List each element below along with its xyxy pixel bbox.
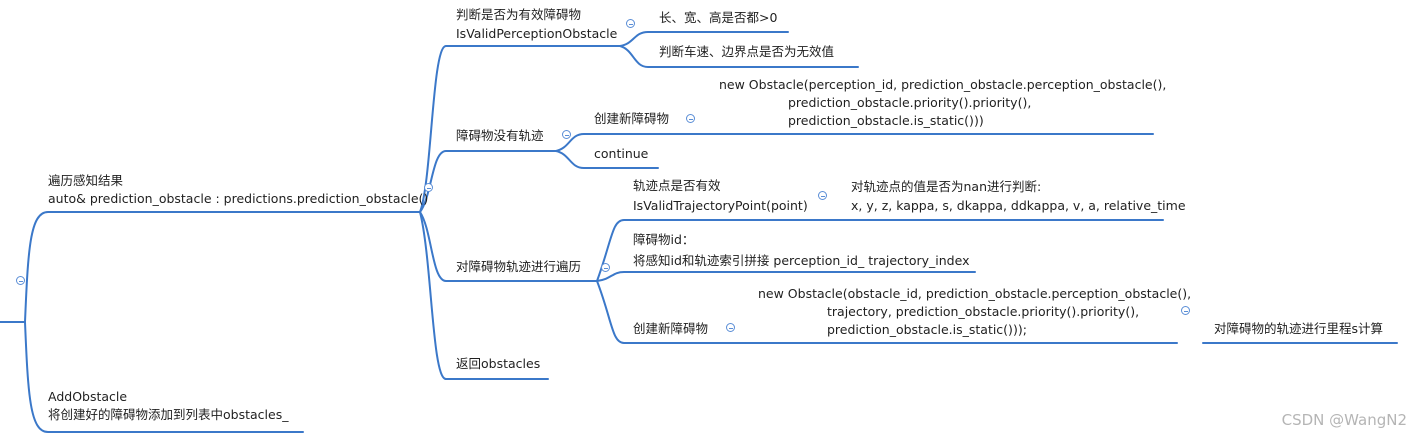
branch-return-line (419, 211, 549, 380)
branch-traverse-line (24, 211, 421, 323)
node-obstacle-id-desc: 将感知id和轨迹索引拼接 perception_id_ trajectory_i… (633, 253, 970, 268)
node-traverse-title[interactable]: 遍历感知结果 (48, 173, 124, 188)
node-return-obstacles[interactable]: 返回obstacles (456, 356, 541, 371)
collapse-traverse-icon[interactable] (424, 183, 433, 192)
node-traj-code-1: new Obstacle(obstacle_id, prediction_obs… (758, 286, 1192, 301)
branch-valid-line (419, 45, 621, 213)
node-nan-check-fields: x, y, z, kappa, s, dkappa, ddkappa, v, a… (851, 198, 1186, 213)
node-valid-point-func: IsValidTrajectoryPoint(point) (633, 198, 808, 213)
valid-child2-line (619, 45, 859, 68)
valid-child1-line (619, 31, 789, 47)
collapse-traj-code-icon[interactable] (1181, 306, 1190, 315)
notraj-continue-line (555, 150, 659, 169)
traj-id-line (596, 271, 976, 282)
node-mileage[interactable]: 对障碍物的轨迹进行里程s计算 (1214, 321, 1384, 336)
node-traj-code-2: trajectory, prediction_obstacle.priority… (827, 304, 1140, 319)
node-valid-check-title[interactable]: 判断是否为有效障碍物 (456, 7, 582, 22)
collapse-notraj-create-icon[interactable] (686, 114, 695, 123)
node-continue[interactable]: continue (594, 146, 649, 161)
node-traj-create[interactable]: 创建新障碍物 (633, 321, 709, 336)
collapse-traj-valid-icon[interactable] (818, 191, 827, 200)
node-obstacle-id-title[interactable]: 障碍物id： (633, 232, 695, 247)
node-valid-check-func: IsValidPerceptionObstacle (456, 26, 618, 41)
node-traverse-trajectory[interactable]: 对障碍物轨迹进行遍历 (456, 259, 582, 274)
node-nan-check-title[interactable]: 对轨迹点的值是否为nan进行判断: (851, 179, 1042, 194)
node-traverse-expression: auto& prediction_obstacle : predictions.… (48, 191, 429, 206)
node-valid-point-title[interactable]: 轨迹点是否有效 (633, 178, 721, 193)
collapse-valid-icon[interactable] (626, 19, 635, 28)
collapse-traj-create-icon[interactable] (726, 323, 735, 332)
collapse-root-icon[interactable] (16, 276, 25, 285)
node-notraj-code-1: new Obstacle(perception_id, prediction_o… (719, 77, 1167, 92)
node-notraj-code-3: prediction_obstacle.is_static())) (788, 113, 984, 128)
node-valid-speed-bounds[interactable]: 判断车速、边界点是否为无效值 (659, 44, 835, 59)
branch-traverse-traj-line (419, 211, 598, 282)
node-notraj-create[interactable]: 创建新障碍物 (594, 111, 670, 126)
branch-notraj-line (419, 150, 557, 213)
node-add-obstacle-title[interactable]: AddObstacle (48, 389, 128, 404)
collapse-notraj-icon[interactable] (562, 130, 571, 139)
node-no-trajectory[interactable]: 障碍物没有轨迹 (456, 128, 544, 143)
traj-create-line (596, 280, 747, 344)
node-valid-dimensions[interactable]: 长、宽、高是否都>0 (659, 10, 778, 25)
collapse-traverse-traj-icon[interactable] (601, 263, 610, 272)
node-traj-code-3: prediction_obstacle.is_static())); (827, 322, 1027, 337)
watermark: CSDN @WangN2 (1281, 411, 1407, 429)
branch-add-line (24, 321, 304, 433)
node-add-obstacle-desc: 将创建好的障碍物添加到列表中obstacles_ (48, 407, 289, 422)
notraj-create-line (555, 133, 685, 152)
node-notraj-code-2: prediction_obstacle.priority().priority(… (788, 95, 1032, 110)
